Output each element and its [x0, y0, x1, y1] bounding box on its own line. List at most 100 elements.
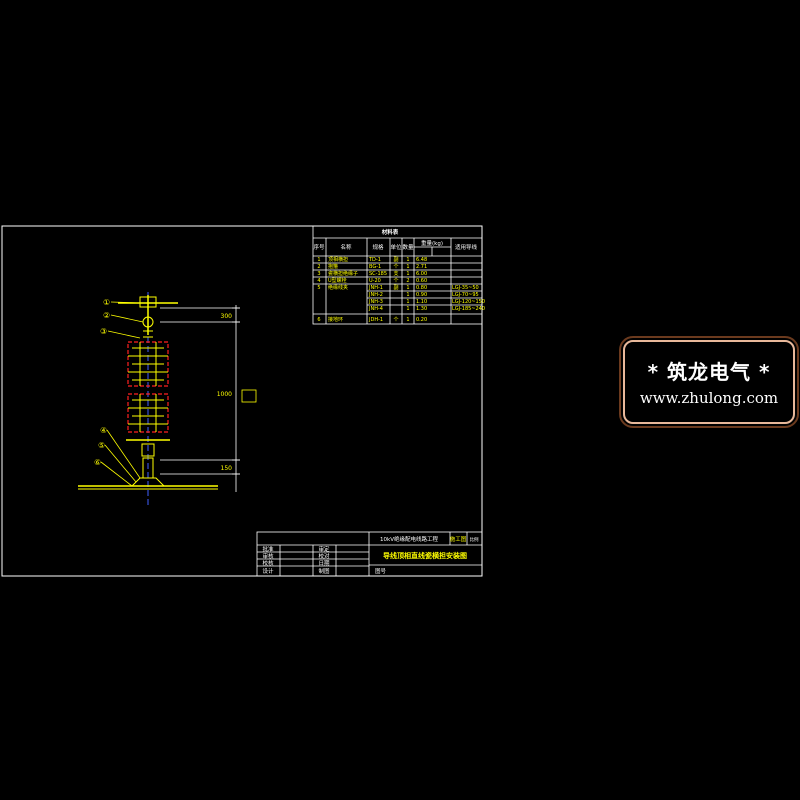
- insulator-lower-outline: [127, 393, 169, 433]
- bom-cell-qty: 1: [406, 264, 409, 270]
- callout-3: ③: [100, 327, 107, 336]
- insulator-upper-outline: [127, 341, 169, 387]
- bom-cell-no: 2: [317, 264, 320, 270]
- bom-cell-name: U型螺栓: [328, 277, 347, 284]
- bom-cell-qty: 2: [406, 278, 409, 284]
- bom-cell-weight: 2.71: [416, 264, 427, 270]
- bom-cell-remark: LGJ-70~95: [452, 292, 479, 298]
- drawing-stage: 施工图: [450, 535, 467, 543]
- title-block: [256, 531, 483, 577]
- col-header-spec: 规格: [372, 243, 384, 251]
- sheet-border: [1, 225, 483, 577]
- bom-cell-qty: 1: [406, 285, 409, 291]
- bom-cell-unit: 副: [393, 256, 398, 263]
- bom-cell-weight: 6.00: [416, 271, 427, 277]
- col-header-unit: 单位: [390, 243, 402, 251]
- bom-cell-name: 绝缘线夹: [328, 284, 348, 291]
- col-header-no: 序号: [313, 243, 325, 251]
- bom-cell-spec: JDH-1: [368, 317, 383, 323]
- dimension-texts: 300 1000 150: [217, 313, 232, 472]
- dim-top: 300: [221, 313, 233, 320]
- sign-label-right-3: 日期: [318, 560, 330, 567]
- drawing-no-label: 图号: [375, 567, 387, 575]
- sign-label-right-1: 审定: [318, 545, 330, 553]
- bom-cell-spec: JNH-1: [368, 285, 383, 291]
- bom-cell-name: 抱箍: [328, 263, 338, 270]
- bom-cell-qty: 1: [406, 317, 409, 323]
- lower-clamp: [141, 443, 155, 457]
- bom-cell-spec: U-20: [369, 278, 381, 284]
- bom-cell-no: 6: [317, 317, 320, 323]
- extension-lines: [160, 307, 240, 475]
- bom-cell-weight: 0.60: [416, 278, 427, 284]
- bom-cell-weight: 1.10: [416, 299, 427, 305]
- callout-2: ②: [103, 311, 110, 320]
- col-header-name: 名称: [340, 243, 352, 251]
- bom-cell-no: 3: [317, 271, 320, 277]
- material-table: [312, 225, 483, 325]
- material-table-frame: [312, 225, 483, 325]
- bom-cell-name: 接地环: [328, 316, 343, 323]
- bom-cell-qty: 1: [406, 292, 409, 298]
- title-block-frame: [256, 531, 483, 577]
- insulator-lower-sheds: [128, 394, 168, 432]
- bom-cell-remark: LGJ-35~50: [452, 285, 479, 291]
- bom-cell-weight: 0.90: [416, 292, 427, 298]
- bom-cell-remark: LGJ-120~150: [452, 299, 485, 305]
- dimension-lines: [232, 305, 240, 492]
- sign-label-left-1: 批准: [262, 545, 274, 553]
- material-table-rows: 1 顶相横担 TD-1 副 1 6.48 2 抱箍 BG-1 个 1 2.71 3 瓷横担绝缘子 SC-18…: [317, 256, 485, 323]
- assembly-drawing: 300 1000 150 ① ② ③ ④ ⑤ ⑥: [78, 292, 257, 505]
- scale-label: 比例: [470, 536, 479, 543]
- col-header-remark: 适用导线: [455, 243, 478, 251]
- bom-cell-qty: 1: [406, 299, 409, 305]
- callout-6: ⑥: [94, 458, 101, 467]
- title-block-text: 10kV绝缘配电线路工程 施工图 导线顶相直线瓷横担安装图 图号 比例 批准 审…: [262, 535, 479, 575]
- col-header-qty: 数量: [402, 243, 414, 251]
- bom-cell-unit: 副: [393, 284, 398, 291]
- bom-cell-spec: BG-1: [369, 264, 381, 270]
- bom-cell-unit: 个: [393, 317, 398, 323]
- bom-cell-spec: SC-185: [369, 271, 387, 277]
- watermark-title: * 筑龙电气 *: [647, 360, 771, 384]
- bom-cell-remark: LGJ-185~240: [452, 306, 485, 312]
- material-table-title: 材料表: [382, 228, 399, 236]
- sign-label-right-2: 校对: [318, 552, 330, 560]
- bom-cell-spec: TD-1: [368, 257, 381, 263]
- dim-middle: 1000: [217, 391, 232, 398]
- bom-cell-spec: JNH-4: [368, 306, 383, 312]
- sign-label-right-4: 制图: [318, 567, 330, 575]
- callout-4: ④: [100, 426, 107, 435]
- watermark-logo: * 筑龙电气 * www.zhulong.com: [619, 336, 799, 428]
- sign-label-left-2: 审核: [262, 552, 274, 560]
- bom-cell-weight: 6.48: [416, 257, 427, 263]
- bom-cell-weight: 0.80: [416, 285, 427, 291]
- bom-cell-name: 顶相横担: [328, 256, 348, 263]
- bom-cell-unit: 个: [393, 264, 398, 270]
- bom-cell-no: 1: [317, 257, 320, 263]
- dim-marker-box: [241, 389, 257, 403]
- bom-cell-name: 瓷横担绝缘子: [328, 270, 358, 277]
- callout-5: ⑤: [98, 441, 105, 450]
- dim-bottom: 150: [221, 465, 233, 472]
- bom-cell-spec: JNH-3: [368, 299, 383, 305]
- bom-cell-unit: 个: [393, 278, 398, 284]
- bom-cell-qty: 1: [406, 271, 409, 277]
- bom-cell-qty: 1: [406, 257, 409, 263]
- insulator-upper-sheds: [128, 342, 168, 386]
- bom-cell-no: 5: [317, 285, 320, 291]
- sign-label-left-3: 校核: [262, 559, 274, 567]
- watermark-url: www.zhulong.com: [639, 389, 779, 407]
- sign-label-left-4: 设计: [262, 567, 274, 575]
- bom-cell-unit: 支: [393, 270, 398, 277]
- callout-leaders: [100, 301, 144, 487]
- material-table-text: 材料表 序号 名称 规格 单位 数量 重量(kg) 适用导线: [313, 228, 477, 251]
- callout-1: ①: [103, 298, 110, 307]
- bom-cell-qty: 1: [406, 306, 409, 312]
- col-header-weight: 重量(kg): [421, 239, 443, 247]
- project-name: 10kV绝缘配电线路工程: [380, 535, 438, 543]
- callout-labels: ① ② ③ ④ ⑤ ⑥: [94, 298, 110, 467]
- drawing-title: 导线顶相直线瓷横担安装图: [383, 551, 467, 560]
